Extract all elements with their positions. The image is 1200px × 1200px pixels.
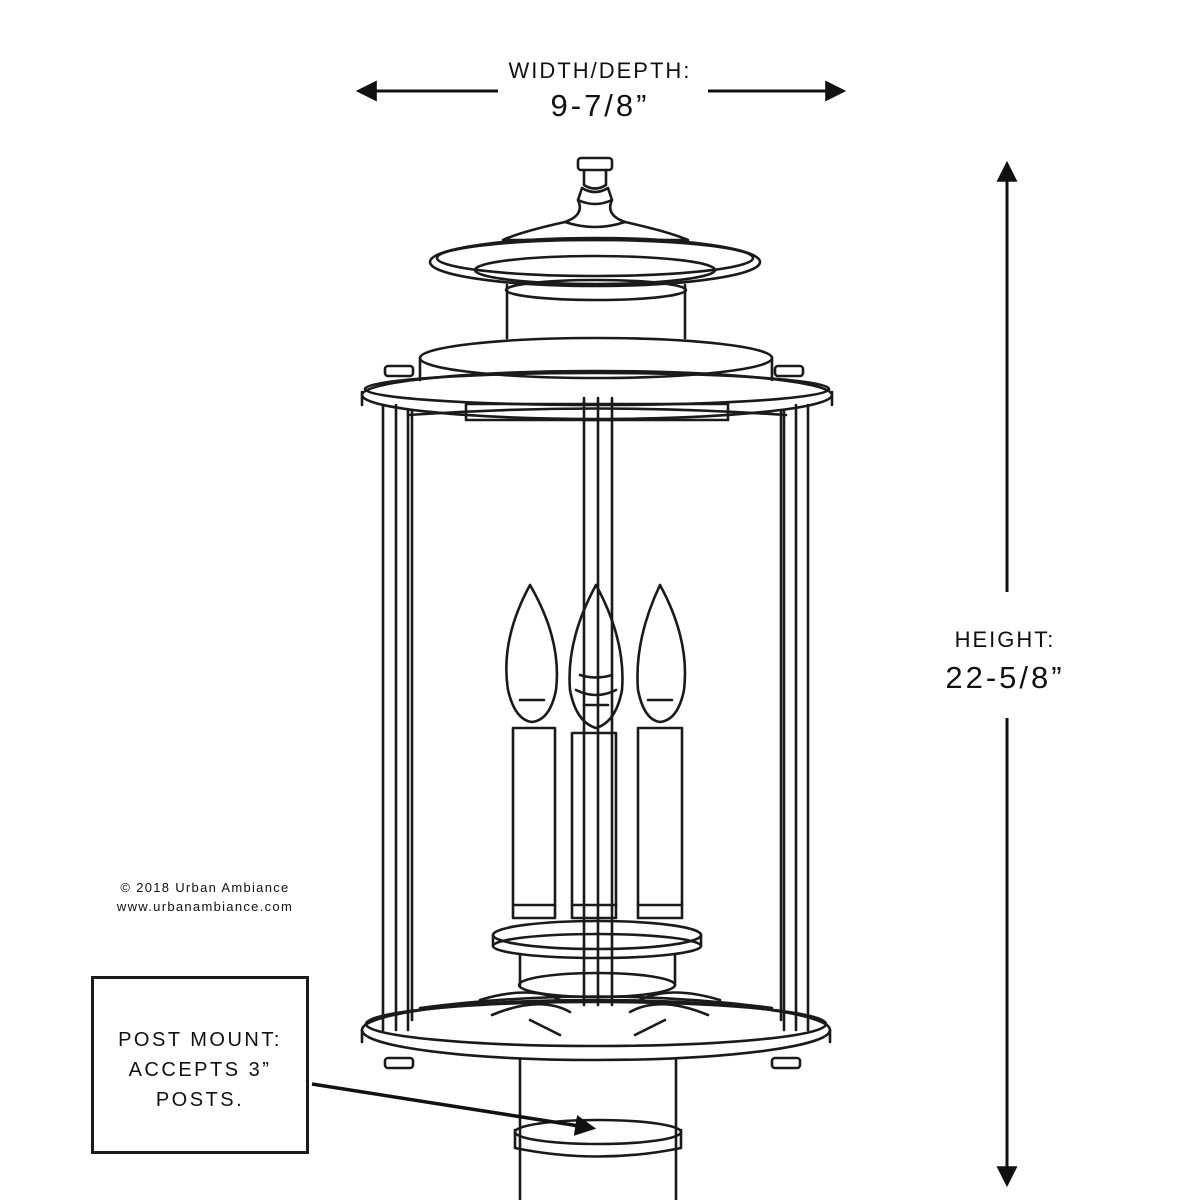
callout-line-2: ACCEPTS 3”: [128, 1059, 272, 1081]
height-label: HEIGHT:: [954, 627, 1056, 652]
website-line: www.urbanambiance.com: [116, 899, 294, 914]
width-depth-label: WIDTH/DEPTH:: [508, 58, 692, 83]
lantern-icon: [360, 156, 834, 1200]
post-mount-callout-box: POST MOUNT: ACCEPTS 3” POSTS.: [91, 976, 309, 1154]
copyright-notice: © 2018 Urban Ambiance www.urbanambiance.…: [60, 878, 350, 916]
callout-arrow-icon: [311, 1082, 597, 1136]
callout-line-3: POSTS.: [155, 1089, 245, 1111]
copyright-line: © 2018 Urban Ambiance: [120, 880, 290, 895]
callout-line-1: POST MOUNT:: [118, 1029, 282, 1051]
height-value: 22-5/8”: [945, 660, 1065, 695]
width-depth-value: 9-7/8”: [550, 88, 650, 123]
